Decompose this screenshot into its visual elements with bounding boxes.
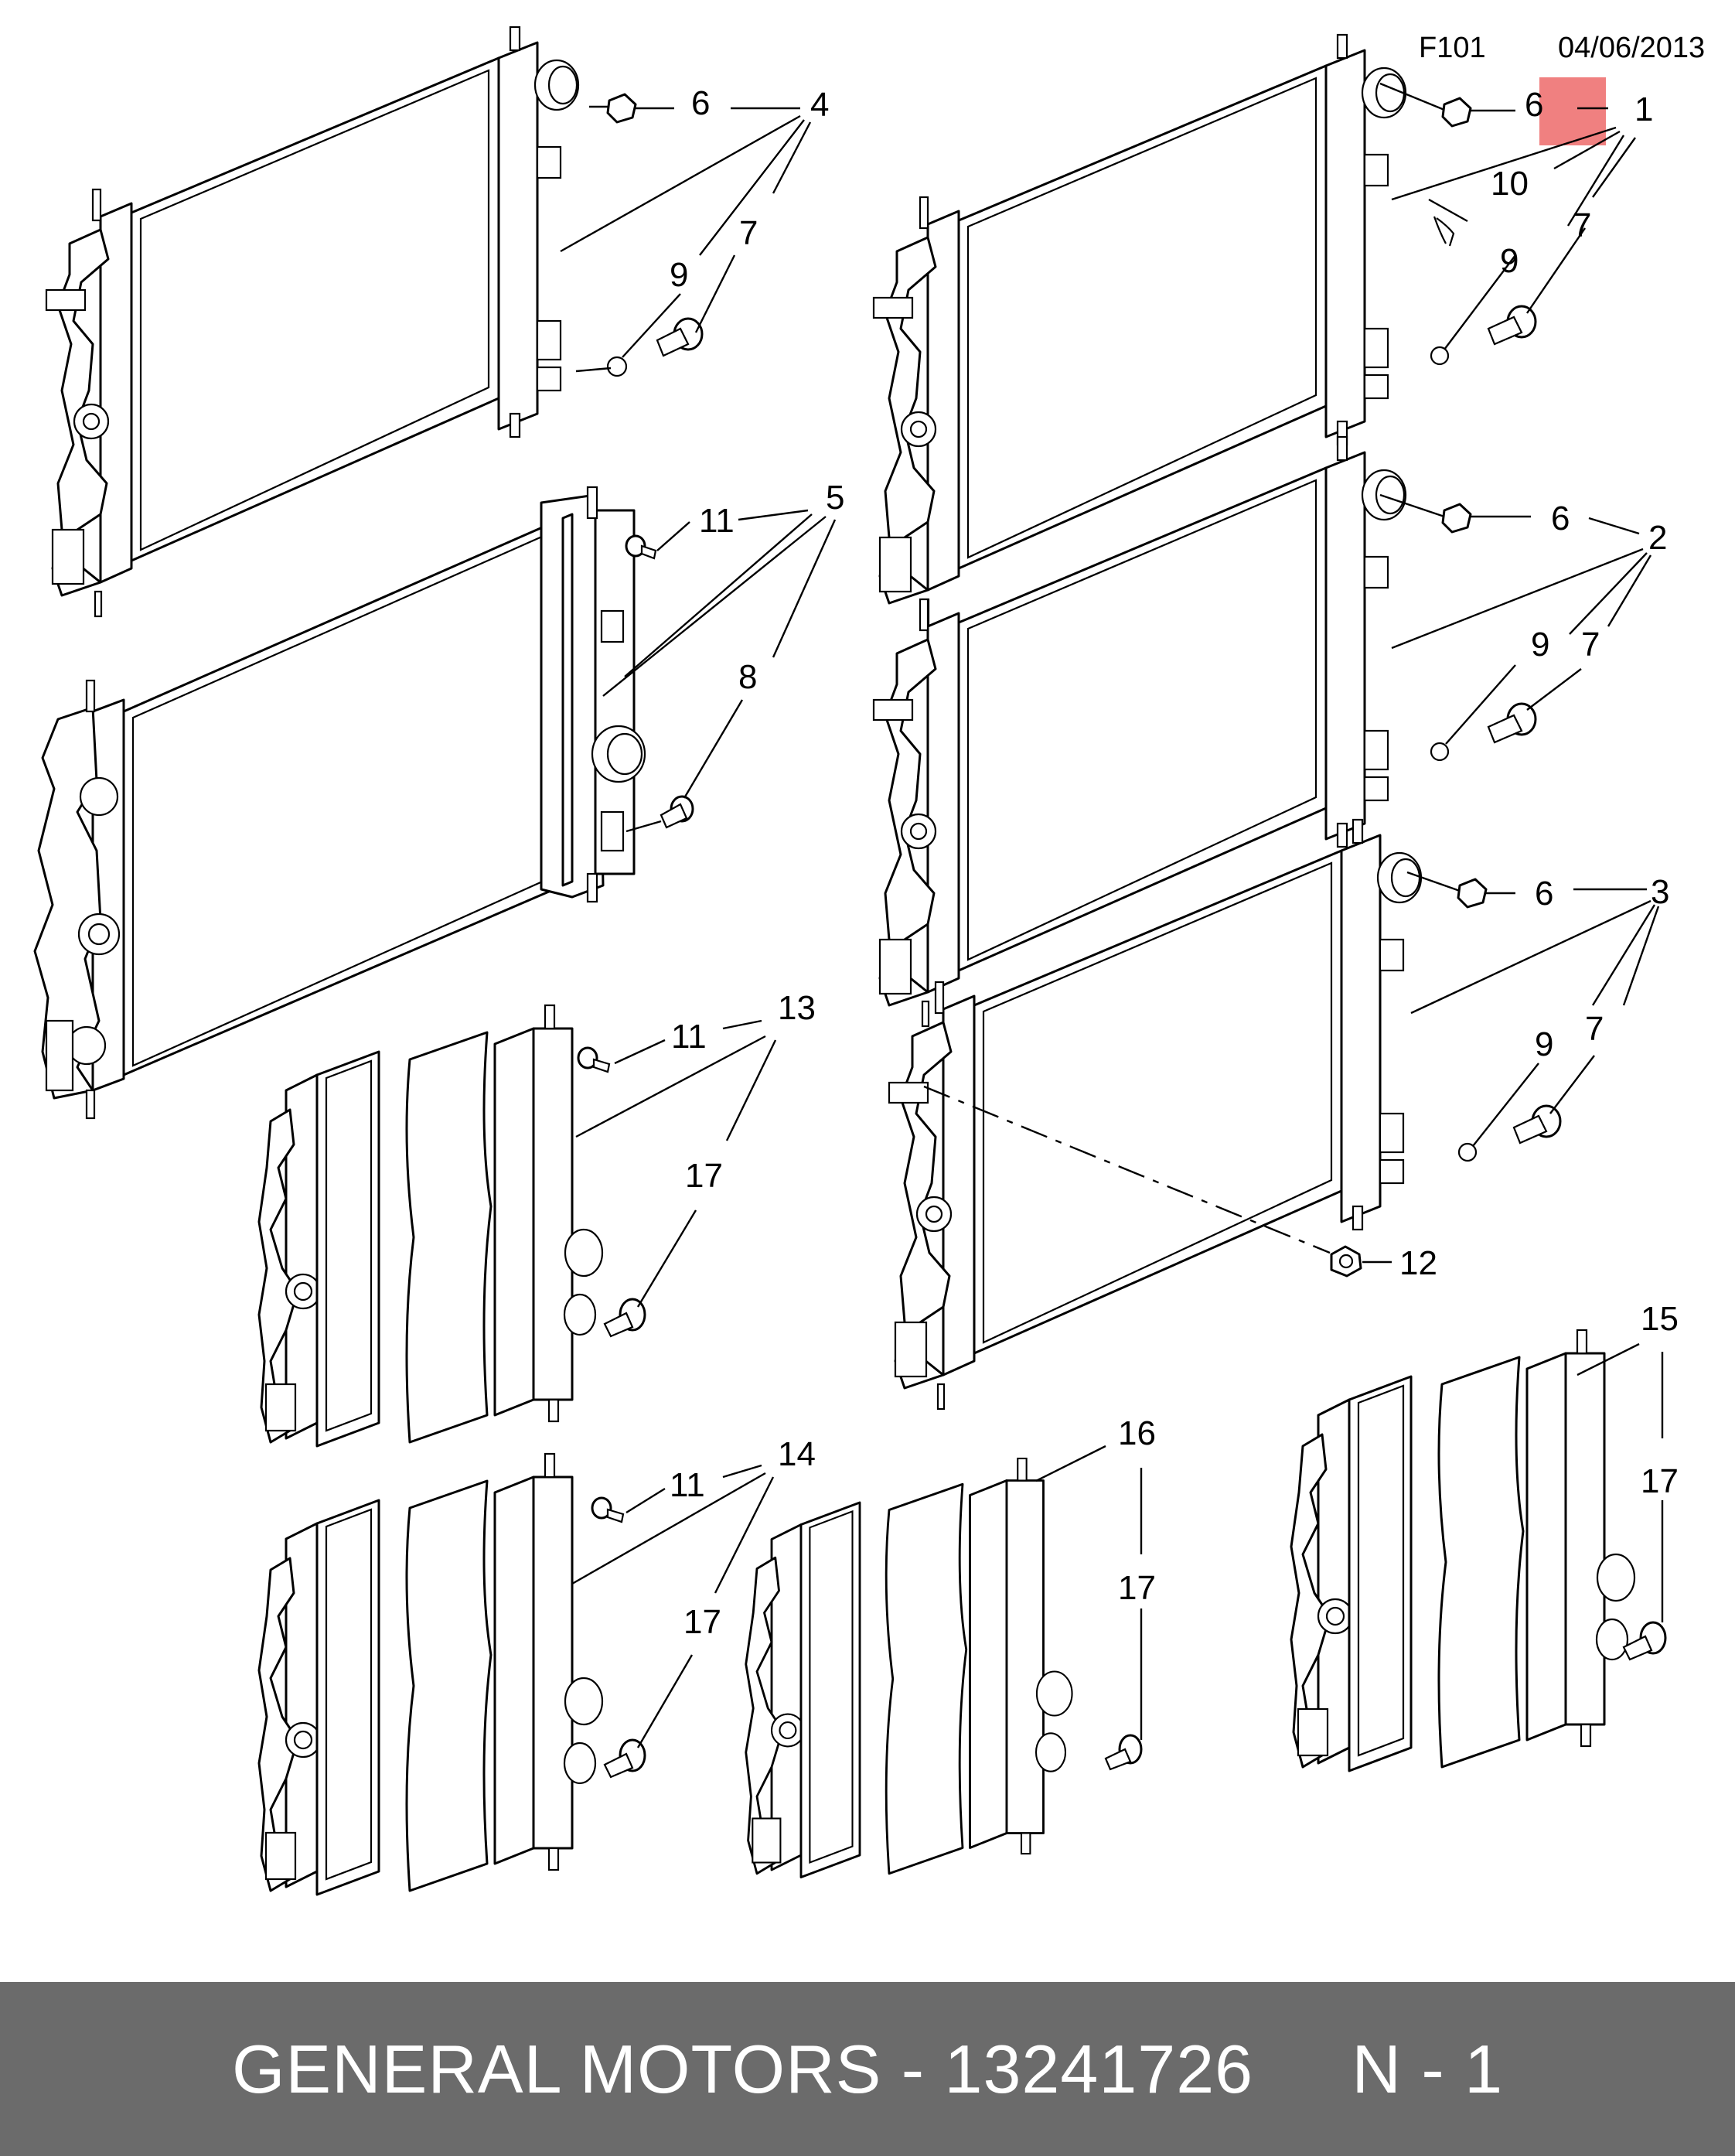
callout-label: 11: [670, 1466, 705, 1504]
callout-label: 11: [671, 1018, 707, 1056]
callout-label: 14: [778, 1435, 816, 1473]
callout-label: 11: [699, 502, 735, 540]
callout-label: 13: [778, 989, 816, 1027]
callout-label: 8: [738, 658, 757, 696]
callout-label: 7: [1585, 1010, 1604, 1048]
nut-icon: [589, 93, 674, 124]
callout-label: 7: [739, 214, 758, 252]
callout-highlight: [1539, 77, 1606, 145]
callout-label: 6: [1535, 875, 1553, 913]
clip-icon: [1433, 216, 1455, 247]
bolt-icon: [625, 521, 690, 560]
callout-label: 6: [691, 84, 710, 122]
radiator-15-icon: [1290, 1329, 1636, 1772]
radiator-14-icon: [257, 1452, 604, 1896]
nut-icon: [1379, 493, 1531, 534]
callout-label: 17: [685, 1157, 723, 1195]
callout-label: 1: [1634, 90, 1653, 128]
parts-diagram: F101 04/06/2013 6 4 7 9 6 1 10 7 9 11 5 …: [33, 26, 1705, 1896]
callout-label: 9: [1531, 626, 1549, 664]
callout-label: 17: [683, 1603, 721, 1641]
radiator-16-icon: [745, 1457, 1073, 1878]
radiator-5-icon: [33, 486, 646, 1120]
drain-plug-icon: [1622, 1621, 1667, 1661]
callout-label: 5: [826, 479, 844, 517]
diagram-date: 04/06/2013: [1558, 32, 1705, 64]
callout-label: 17: [1118, 1569, 1156, 1607]
grommet-icon: [1330, 1245, 1392, 1278]
radiator-4-icon: [45, 26, 580, 618]
diagram-code: F101: [1419, 32, 1486, 64]
callout-label: 3: [1651, 873, 1669, 911]
callout-label: 16: [1118, 1414, 1156, 1452]
nut-icon: [1406, 871, 1515, 909]
callout-label: 15: [1641, 1300, 1679, 1338]
drain-plug-icon: [1430, 702, 1537, 762]
nut-icon: [1379, 82, 1515, 128]
callout-label: 12: [1399, 1244, 1437, 1282]
callout-label: 4: [810, 86, 829, 124]
callout-label: 6: [1525, 86, 1543, 124]
callout-label: 17: [1641, 1462, 1679, 1500]
drain-plug-icon: [575, 317, 704, 377]
callout-label: 9: [1500, 242, 1519, 280]
callout-label: 10: [1491, 165, 1529, 203]
drain-plug-icon: [1430, 305, 1537, 366]
sensor-icon: [625, 795, 694, 833]
footer-bar: GENERAL MOTORS - 13241726 N - 1: [0, 1982, 1735, 2156]
bolt-icon: [591, 1487, 666, 1523]
callout-label: 7: [1581, 626, 1600, 664]
callout-label: 9: [670, 256, 688, 294]
callout-label: 9: [1535, 1025, 1553, 1063]
callout-label: 6: [1551, 500, 1570, 537]
footer-part-number: GENERAL MOTORS - 13241726 N - 1: [231, 2030, 1504, 2107]
drain-plug-icon: [1104, 1734, 1143, 1771]
drain-plug-icon: [1457, 1104, 1562, 1162]
radiator-13-icon: [257, 1004, 604, 1448]
callout-label: 2: [1648, 519, 1667, 557]
bolt-icon: [577, 1039, 666, 1073]
callout-label: 7: [1573, 206, 1591, 244]
